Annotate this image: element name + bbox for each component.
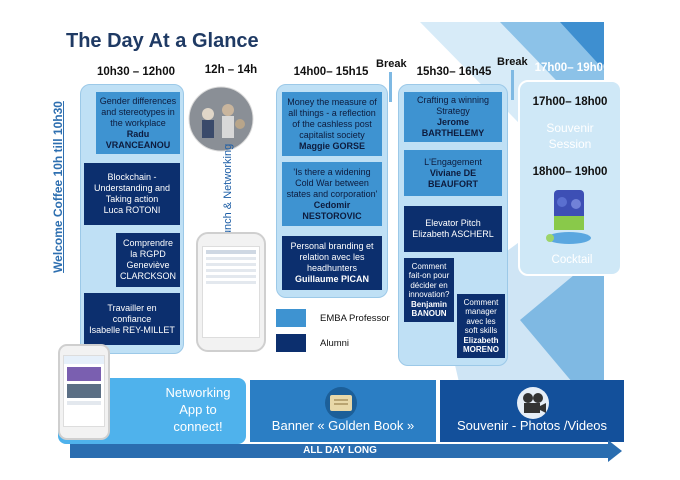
session-card[interactable]: Crafting a winning Strategy Jerome BARTH… xyxy=(404,92,502,142)
session-speaker: Elizabeth ASCHERL xyxy=(412,229,494,239)
session-title: Elevator Pitch xyxy=(425,218,481,228)
legend-professor: EMBA Professor xyxy=(320,313,390,324)
session-card[interactable]: Personal branding et relation avec les h… xyxy=(282,236,382,290)
break-marker-2 xyxy=(511,70,514,100)
session-title: 'Is there a widening Cold War between st… xyxy=(286,166,378,199)
session-speaker: Benjamin BANOUN xyxy=(410,299,447,319)
col-time-2: 12h – 14h xyxy=(204,64,258,76)
session-speaker: Viviane DE BEAUFORT xyxy=(428,167,478,189)
legend-alumni: Alumni xyxy=(320,338,350,349)
col-time-3: 14h00– 15h15 xyxy=(293,66,369,78)
session-title: L'Engagement xyxy=(424,156,482,167)
session-speaker: Geneviève CLARCKSON xyxy=(119,260,176,281)
session-card[interactable]: 'Is there a widening Cold War between st… xyxy=(282,162,382,226)
session-speaker: Cedomir NESTOROVIC xyxy=(302,199,362,221)
phone-mockup xyxy=(196,232,266,352)
legend-swatch-alumni xyxy=(276,334,306,352)
col-time-4: 15h30– 16h45 xyxy=(416,66,492,78)
souvenir-session-label: Souvenir Session xyxy=(546,121,594,151)
photos-videos-label: Souvenir - Photos /Videos xyxy=(456,418,608,433)
session-speaker: Guillaume PICAN xyxy=(294,274,369,284)
session-title: Comment manager avec les soft skills xyxy=(463,297,499,336)
golden-book-label: Banner « Golden Book » xyxy=(271,418,415,433)
session-speaker: Luca ROTONI xyxy=(103,205,161,215)
session-title: Comment fait-on pour décider en innovati… xyxy=(408,261,450,300)
souvenir-time: 17h00– 18h00 xyxy=(532,96,608,108)
cocktail-icon xyxy=(546,190,591,244)
lunch-photo xyxy=(188,86,254,152)
page-title: The Day At a Glance xyxy=(66,30,259,52)
session-speaker: Isabelle REY-MILLET xyxy=(89,324,175,335)
session-card[interactable]: Travailler en confiance Isabelle REY-MIL… xyxy=(84,293,180,345)
app-phone-mockup xyxy=(58,344,110,440)
session-title: Crafting a winning Strategy xyxy=(416,95,490,116)
session-card[interactable]: Blockchain - Understanding and Taking ac… xyxy=(84,163,180,225)
col-time-1: 10h30 – 12h00 xyxy=(96,66,175,78)
cocktail-label: Cocktail xyxy=(551,254,593,266)
session-card[interactable]: Money the measure of all things - a refl… xyxy=(282,92,382,156)
session-speaker: Jerome BARTHELEMY xyxy=(421,117,485,138)
session-speaker: Radu VRANCEANOU xyxy=(105,128,171,150)
session-speaker: Elizabeth MORENO xyxy=(463,335,499,355)
session-title: Money the measure of all things - a refl… xyxy=(287,96,377,140)
session-title: Travailler en confiance xyxy=(107,302,157,324)
lunch-label: Lunch & Networking xyxy=(222,143,234,243)
networking-app-label: Networking App to connect! xyxy=(165,385,231,434)
session-card[interactable]: Comment fait-on pour décider en innovati… xyxy=(404,258,454,322)
all-day-arrow-head xyxy=(608,440,622,462)
film-camera-icon xyxy=(517,387,549,419)
all-day-arrow xyxy=(70,444,610,458)
session-title: Comprendre la RGPD xyxy=(122,238,174,259)
session-speaker: Maggie GORSE xyxy=(298,140,365,151)
session-title: Gender differences and stereotypes in th… xyxy=(99,95,177,128)
break-label-1: Break xyxy=(376,58,407,70)
session-card[interactable]: Elevator Pitch Elizabeth ASCHERL xyxy=(404,206,502,252)
book-icon xyxy=(325,387,357,419)
welcome-coffee: Welcome Coffee 10h till 10h30 xyxy=(51,101,65,273)
cocktail-time: 18h00– 19h00 xyxy=(532,166,608,178)
break-marker-1 xyxy=(389,72,392,102)
session-card[interactable]: L'Engagement Viviane DE BEAUFORT xyxy=(404,150,502,196)
session-title: Personal branding et relation avec les h… xyxy=(290,241,374,273)
col-time-5: 17h00– 19h00 xyxy=(534,62,610,74)
session-title: Blockchain - Understanding and Taking ac… xyxy=(93,172,171,204)
all-day-label: ALL DAY LONG xyxy=(303,445,377,456)
session-card[interactable]: Gender differences and stereotypes in th… xyxy=(96,92,180,154)
break-label-2: Break xyxy=(497,56,528,68)
session-card[interactable]: Comment manager avec les soft skills Eli… xyxy=(457,294,505,358)
legend-swatch-professor xyxy=(276,309,306,327)
session-card[interactable]: Comprendre la RGPD Geneviève CLARCKSON xyxy=(116,233,180,287)
